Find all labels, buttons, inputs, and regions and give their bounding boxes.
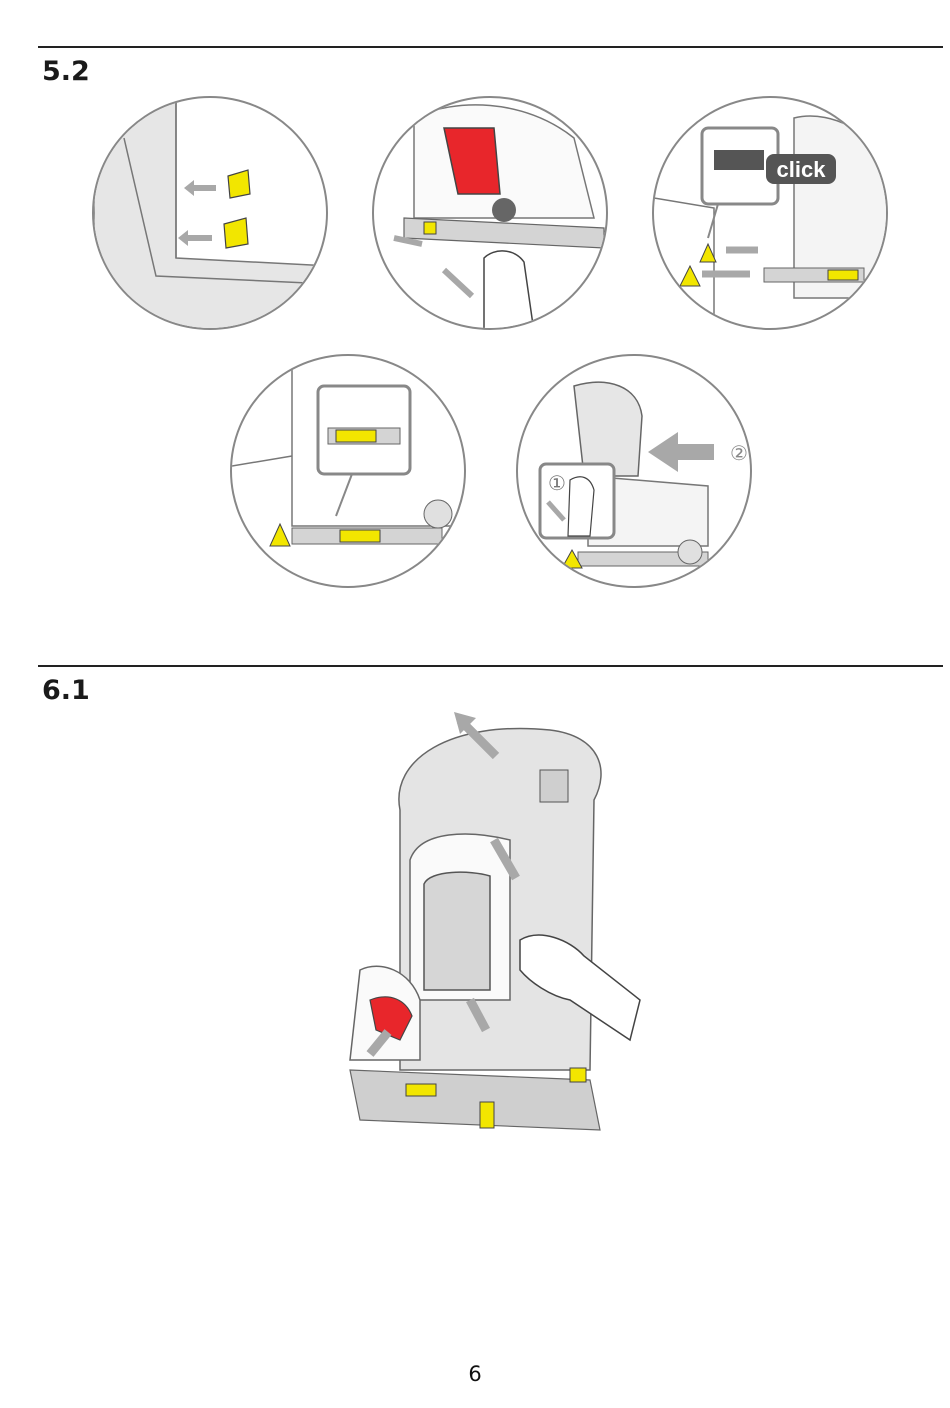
page-number: 6	[0, 1362, 950, 1386]
click-label: click	[777, 157, 827, 182]
hand-icon	[484, 251, 534, 330]
illustration-remove-cover	[330, 700, 650, 1155]
illustration-indicator-check	[230, 354, 466, 588]
section-rule-6-1	[38, 665, 943, 667]
arrow-left-icon	[184, 180, 216, 196]
illustration-isofix-guides	[92, 96, 328, 330]
double-arrow-icon	[444, 270, 472, 296]
section-number-5-2: 5.2	[42, 56, 90, 87]
isofix-guide-icon	[224, 218, 248, 248]
section-number-6-1: 6.1	[42, 675, 90, 706]
illustration-connectors-click: click	[652, 96, 888, 330]
indicator-callout	[318, 386, 410, 474]
isofix-guide-icon	[228, 170, 250, 198]
illustration-extend-connectors	[372, 96, 608, 330]
section-rule-5-2	[38, 46, 943, 48]
illustration-push-seat: ② ①	[516, 354, 752, 588]
push-arrow-icon	[648, 432, 714, 472]
arrow-left-icon	[178, 230, 212, 246]
step-two-marker: ②	[730, 441, 748, 465]
step-one-marker: ①	[548, 471, 566, 495]
